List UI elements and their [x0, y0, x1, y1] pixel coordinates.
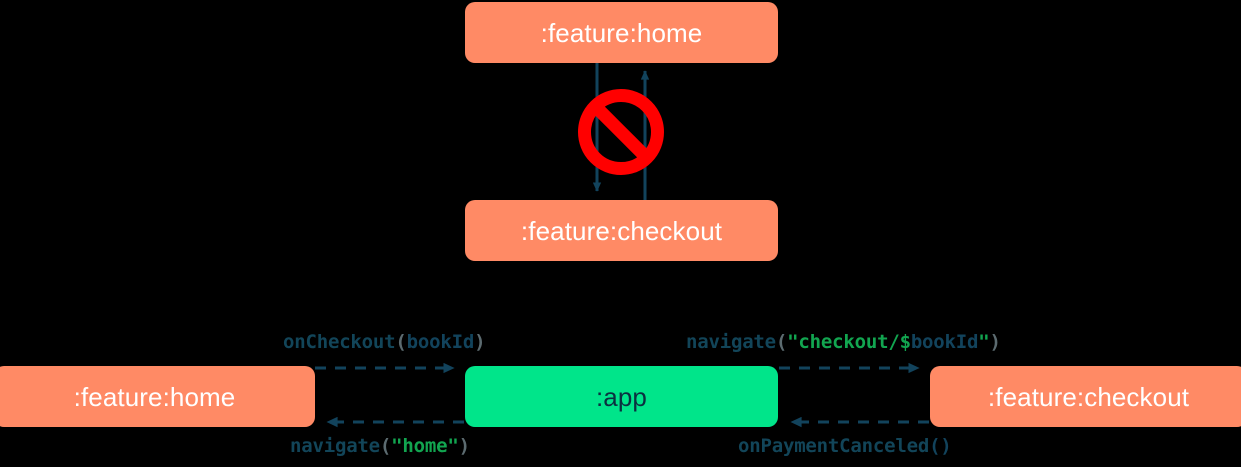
node-top-feature-checkout[interactable]: :feature:checkout [465, 200, 778, 261]
code-token-dollar: $ [899, 331, 911, 353]
node-label: :feature:checkout [520, 215, 723, 246]
node-label: :feature:checkout [987, 381, 1190, 412]
edge-label-on-checkout: onCheckout(bookId) [283, 331, 486, 353]
no-entry-icon [578, 89, 664, 175]
code-token-function: navigate [686, 331, 776, 353]
code-token-paren-close: ) [474, 331, 486, 353]
node-label: :feature:home [73, 381, 236, 412]
code-token-argument: bookId [406, 331, 475, 353]
edge-label-navigate-home: navigate("home") [290, 437, 470, 456]
node-label: :app [595, 381, 647, 412]
code-token-paren-open: ( [379, 435, 392, 457]
edge-label-navigate-checkout: navigate("checkout/$bookId") [686, 333, 1001, 352]
code-token-string-start: "checkout/ [787, 331, 900, 353]
code-token-paren-open: ( [395, 331, 407, 353]
node-bottom-app[interactable]: :app [465, 366, 778, 427]
node-top-feature-home[interactable]: :feature:home [465, 2, 778, 63]
code-token-function: navigate [290, 435, 380, 457]
code-token-paren-close: ) [989, 331, 1001, 353]
code-token-function: onPaymentCanceled [738, 435, 930, 457]
code-token-paren-close: ) [458, 435, 470, 457]
code-token-string: "home" [391, 435, 459, 457]
code-token-paren-open: ( [775, 331, 788, 353]
code-token-string-end: " [978, 331, 990, 353]
code-token-argument: bookId [910, 331, 979, 353]
edge-label-on-payment-canceled: onPaymentCanceled() [738, 437, 952, 456]
code-token-function: onCheckout [283, 331, 396, 353]
code-token-parens: () [929, 435, 952, 457]
node-label: :feature:home [540, 17, 703, 48]
node-bottom-feature-home[interactable]: :feature:home [0, 366, 315, 427]
node-bottom-feature-checkout[interactable]: :feature:checkout [930, 366, 1241, 427]
